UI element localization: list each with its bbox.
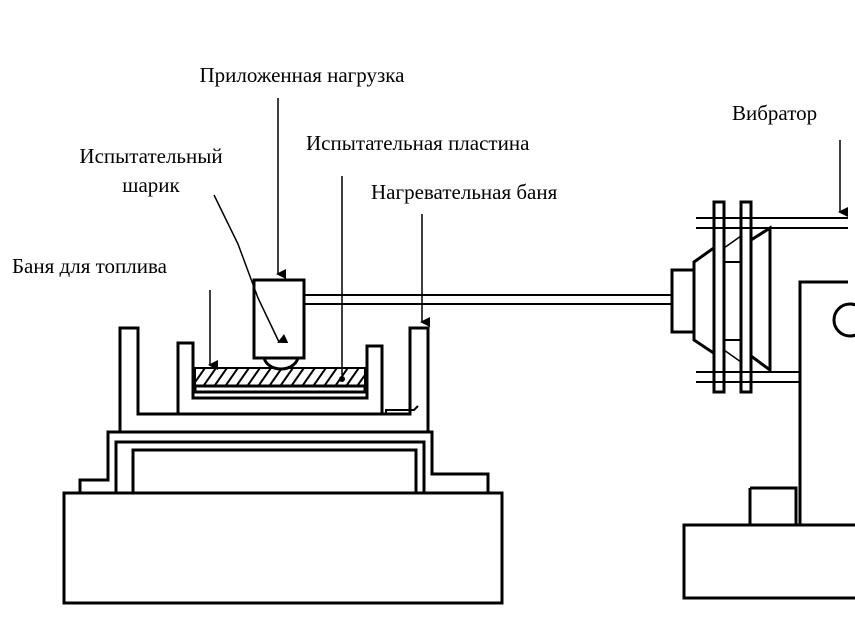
label-test-plate: Испытательная пластина <box>306 131 530 155</box>
label-vibrator: Вибратор <box>732 101 817 125</box>
label-fuel-bath: Баня для топлива <box>12 254 168 278</box>
heater-wire <box>385 405 419 414</box>
leader-test-plate <box>339 176 345 382</box>
label-heating-bath: Нагревательная баня <box>371 180 558 204</box>
fuel-bath <box>176 341 384 414</box>
connecting-rod <box>304 294 672 305</box>
label-test-ball-line1: Испытательный <box>79 144 222 168</box>
left-base <box>62 430 504 605</box>
label-applied-load: Приложенная нагрузка <box>199 63 405 87</box>
leader-test-ball <box>213 194 289 344</box>
heating-bath <box>118 326 430 432</box>
load-holder-block <box>252 278 306 360</box>
label-test-ball-line2: шарик <box>122 173 180 197</box>
vibrator-assembly <box>670 200 855 600</box>
